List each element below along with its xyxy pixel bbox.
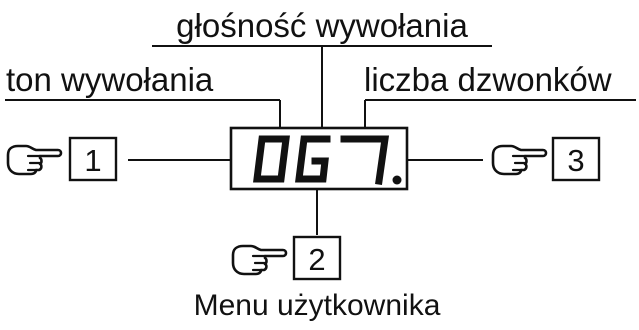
pointing-hand-icon: [6, 144, 63, 176]
key-2-button[interactable]: [292, 235, 342, 281]
label-rings: liczba dzwonków: [364, 61, 612, 98]
pointing-hand-icon: [491, 144, 548, 176]
key-1-button[interactable]: [68, 136, 118, 182]
caption: Menu użytkownika: [194, 289, 441, 322]
key-2-label: 2: [308, 242, 325, 277]
key-3-label: 3: [567, 143, 584, 178]
display-digit-7: [340, 135, 390, 185]
key-1-label: 1: [84, 143, 101, 178]
pointing-hand-icon: [231, 244, 288, 276]
label-tone: ton wywołania: [6, 61, 214, 98]
display-digit-0: [253, 135, 290, 183]
label-volume: głośność wywołania: [176, 7, 468, 44]
display-digit-g: [295, 135, 331, 183]
display-decimal-point: [392, 175, 402, 185]
key-3-button[interactable]: [551, 136, 601, 182]
